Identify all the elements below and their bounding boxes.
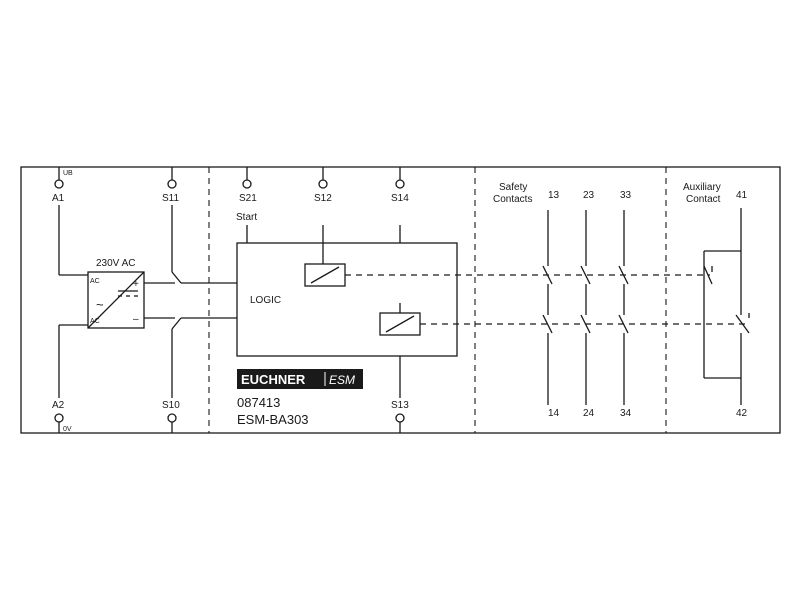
logic-box <box>236 242 458 357</box>
terminal-a2-label: A2 <box>52 400 65 411</box>
terminal-s13-label: S13 <box>391 400 409 411</box>
contact-label-23: 23 <box>583 190 595 201</box>
contact-label-42: 42 <box>736 408 748 419</box>
sine-icon: ~ <box>96 297 104 312</box>
terminal-s12 <box>318 179 328 189</box>
s11-bend <box>171 271 182 284</box>
safety-contacts-label-2: Contacts <box>493 194 532 205</box>
brand-name: EUCHNER <box>241 372 306 387</box>
converter-box <box>87 271 145 329</box>
terminal-s11-label: S11 <box>162 193 179 204</box>
terminal-a1-label: A1 <box>52 193 65 204</box>
supply-voltage-label: 230V AC <box>96 258 135 269</box>
terminal-a1 <box>54 179 64 189</box>
contact-label-41: 41 <box>736 190 748 201</box>
brand-logo <box>237 369 363 389</box>
s10-bend <box>171 317 182 330</box>
auxiliary-contact-label-2: Contact <box>686 194 721 205</box>
converter-ac-top: AC <box>90 278 100 285</box>
terminal-s14 <box>395 179 405 189</box>
contact-label-33: 33 <box>620 190 632 201</box>
terminal-s11 <box>167 179 177 189</box>
brand-product-line: ESM <box>329 373 355 387</box>
terminal-s21 <box>242 179 252 189</box>
contact-label-13: 13 <box>548 190 560 201</box>
auxiliary-contact-41-42 <box>703 208 750 405</box>
terminal-s13 <box>395 413 405 423</box>
contact-label-14: 14 <box>548 408 560 419</box>
safety-contact-23-24 <box>580 210 591 405</box>
terminal-s10-label: S10 <box>162 400 180 411</box>
terminal-s12-label: S12 <box>314 193 332 204</box>
terminal-s10 <box>167 413 177 423</box>
converter-minus: – <box>133 314 139 325</box>
relay-coil-1-diag <box>310 266 340 284</box>
terminal-a2 <box>54 413 64 423</box>
contact-label-24: 24 <box>583 408 595 419</box>
converter-ac-bottom: AC <box>90 318 100 325</box>
safety-contact-33-34 <box>618 210 629 405</box>
auxiliary-contact-label-1: Auxiliary <box>683 182 721 193</box>
converter-diagonal <box>87 271 145 329</box>
converter-plus: + <box>133 279 139 290</box>
contact-label-34: 34 <box>620 408 632 419</box>
order-number: 087413 <box>237 395 280 410</box>
logic-label: LOGIC <box>250 295 281 306</box>
terminal-0v-label: 0V <box>63 426 72 433</box>
safety-contact-13-14 <box>542 210 553 405</box>
safety-contacts-label-1: Safety <box>499 182 527 193</box>
start-label: Start <box>236 212 257 223</box>
terminal-s21-label: S21 <box>239 193 257 204</box>
terminal-s14-label: S14 <box>391 193 409 204</box>
terminal-ub-label: UB <box>63 170 73 177</box>
model-number: ESM-BA303 <box>237 412 309 427</box>
relay-coil-2-diag <box>385 315 415 333</box>
